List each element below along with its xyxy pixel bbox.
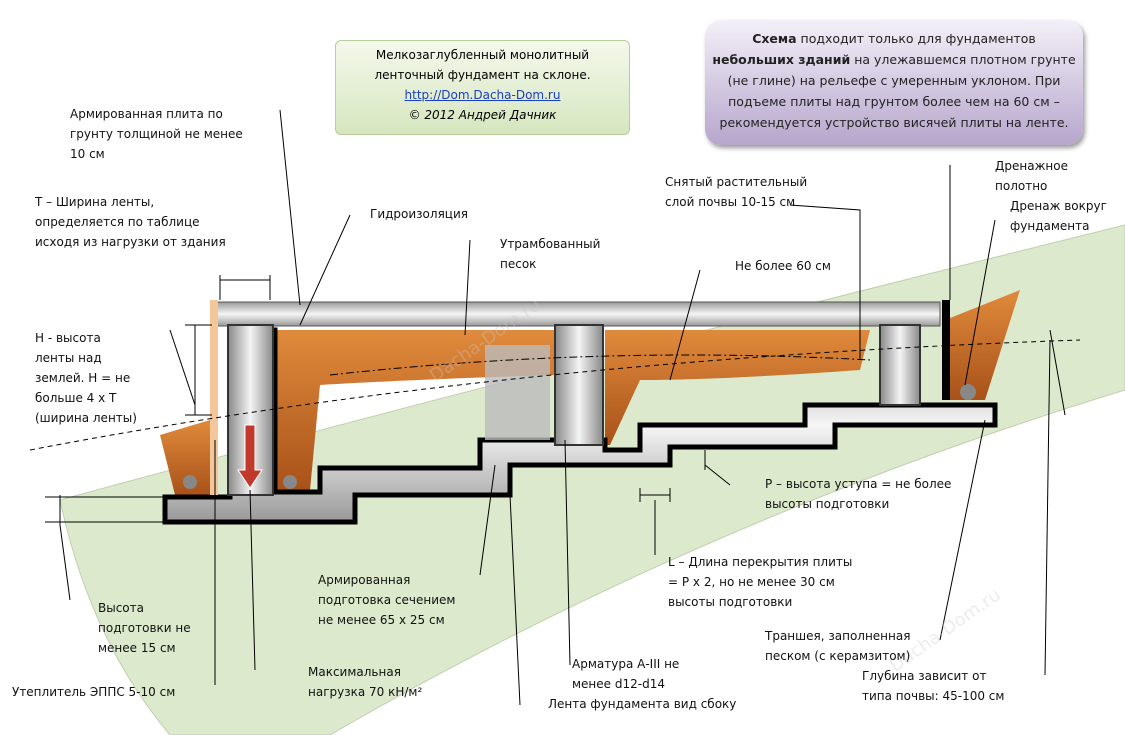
note-text: рекомендуется устройство висячей плиты н… — [719, 115, 1069, 130]
sand-fill-2 — [605, 330, 870, 445]
note-text: подъеме плиты над грунтом более чем на 6… — [728, 94, 1060, 109]
backfill-right — [945, 290, 1020, 400]
ground-slab — [214, 301, 941, 327]
note-text: (не глине) на рельефе с умеренным уклоно… — [727, 73, 1061, 88]
title-line: Мелкозаглубленный монолитный — [375, 48, 590, 62]
note-bold: Схема — [752, 31, 797, 46]
note-text: на улежавшемся плотном грунте — [850, 52, 1076, 67]
tape-right — [879, 324, 921, 406]
tape-mid — [554, 324, 604, 446]
title-box: Мелкозаглубленный монолитный ленточный ф… — [335, 40, 630, 135]
site-link[interactable]: http://Dom.Dacha-Dom.ru — [404, 88, 561, 102]
label-max60: Не более 60 см — [735, 259, 831, 273]
load-arrow-icon — [237, 424, 263, 489]
label-side-view: Лента фундамента вид сбоку — [548, 697, 737, 711]
insulation-board — [210, 300, 218, 495]
backfill-left — [160, 420, 210, 495]
title-line: ленточный фундамент на склоне. — [374, 68, 591, 82]
note-bold: небольших зданий — [712, 52, 851, 67]
label-waterproofing: Гидроизоляция — [370, 207, 468, 221]
note-box: Схема подходит только для фундаментов не… — [705, 20, 1083, 145]
note-text: подходит только для фундаментов — [796, 31, 1036, 46]
stepped-footing — [162, 327, 998, 525]
label-insulation: Утеплитель ЭППС 5-10 см — [12, 685, 176, 699]
label-width: Т – Ширина ленты,определяется по таблице… — [35, 195, 226, 249]
label-overlap: L – Длина перекрытия плиты= Р х 2, но не… — [668, 555, 853, 609]
drain-pipe — [960, 384, 976, 400]
copyright: © 2012 Андрей Дачник — [408, 108, 557, 122]
drain-cloth — [942, 300, 950, 400]
